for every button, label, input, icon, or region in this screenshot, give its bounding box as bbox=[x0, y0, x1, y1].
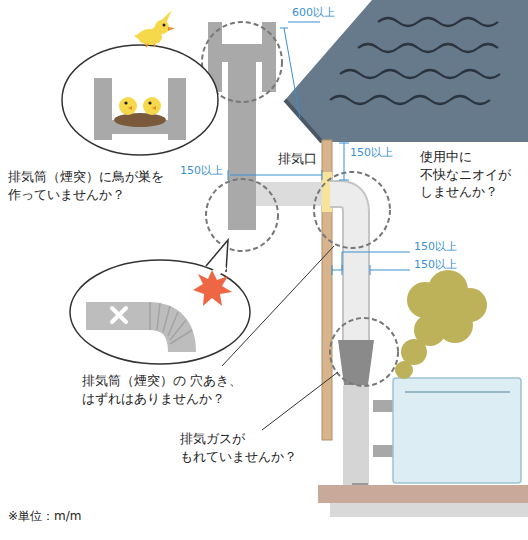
annotation-label: 排気筒（煙突）に鳥が巣を 作っていませんか？ bbox=[8, 168, 188, 203]
floor-base bbox=[330, 503, 528, 517]
annotation-label: 150以上 bbox=[414, 258, 457, 273]
flue-pipe bbox=[228, 55, 256, 230]
annotation-label: 排気筒（煙突）の 穴あき、はずれはありませんか？ bbox=[82, 372, 294, 407]
annotation-label: 排気口 bbox=[278, 150, 317, 168]
heater-line bbox=[405, 391, 510, 393]
heater-pipe bbox=[343, 385, 369, 485]
flue-cap bbox=[208, 44, 276, 62]
bird bbox=[134, 10, 175, 47]
smoke-cloud bbox=[395, 270, 487, 379]
annotation-label: 150以上 bbox=[414, 240, 457, 255]
callout-bubble bbox=[62, 45, 218, 155]
horizontal-pipe bbox=[256, 182, 322, 206]
annotation-label: 使用中に 不快なニオイが しませんか？ bbox=[420, 148, 522, 201]
connector bbox=[373, 445, 395, 457]
damaged-pipe bbox=[86, 270, 232, 352]
eave bbox=[285, 100, 322, 142]
annotation-label: ※単位：m/m bbox=[8, 508, 81, 524]
annotation-label: 600以上 bbox=[292, 6, 335, 21]
annotation-label: 排気ガスが もれていませんか？ bbox=[180, 430, 310, 465]
annotation-label: 150以上 bbox=[350, 146, 393, 161]
callout-tail-join bbox=[203, 80, 209, 90]
water-heater bbox=[393, 378, 521, 483]
nest-picture bbox=[94, 78, 186, 140]
dimension-line bbox=[228, 22, 410, 275]
roof bbox=[285, 0, 528, 142]
leader-line bbox=[222, 246, 334, 366]
roof-waves bbox=[330, 18, 500, 104]
annotation-label: 150以上 bbox=[180, 164, 223, 179]
leader-line bbox=[262, 372, 338, 430]
callout-bubble bbox=[70, 260, 250, 364]
floor bbox=[318, 485, 528, 503]
connector bbox=[373, 400, 395, 412]
